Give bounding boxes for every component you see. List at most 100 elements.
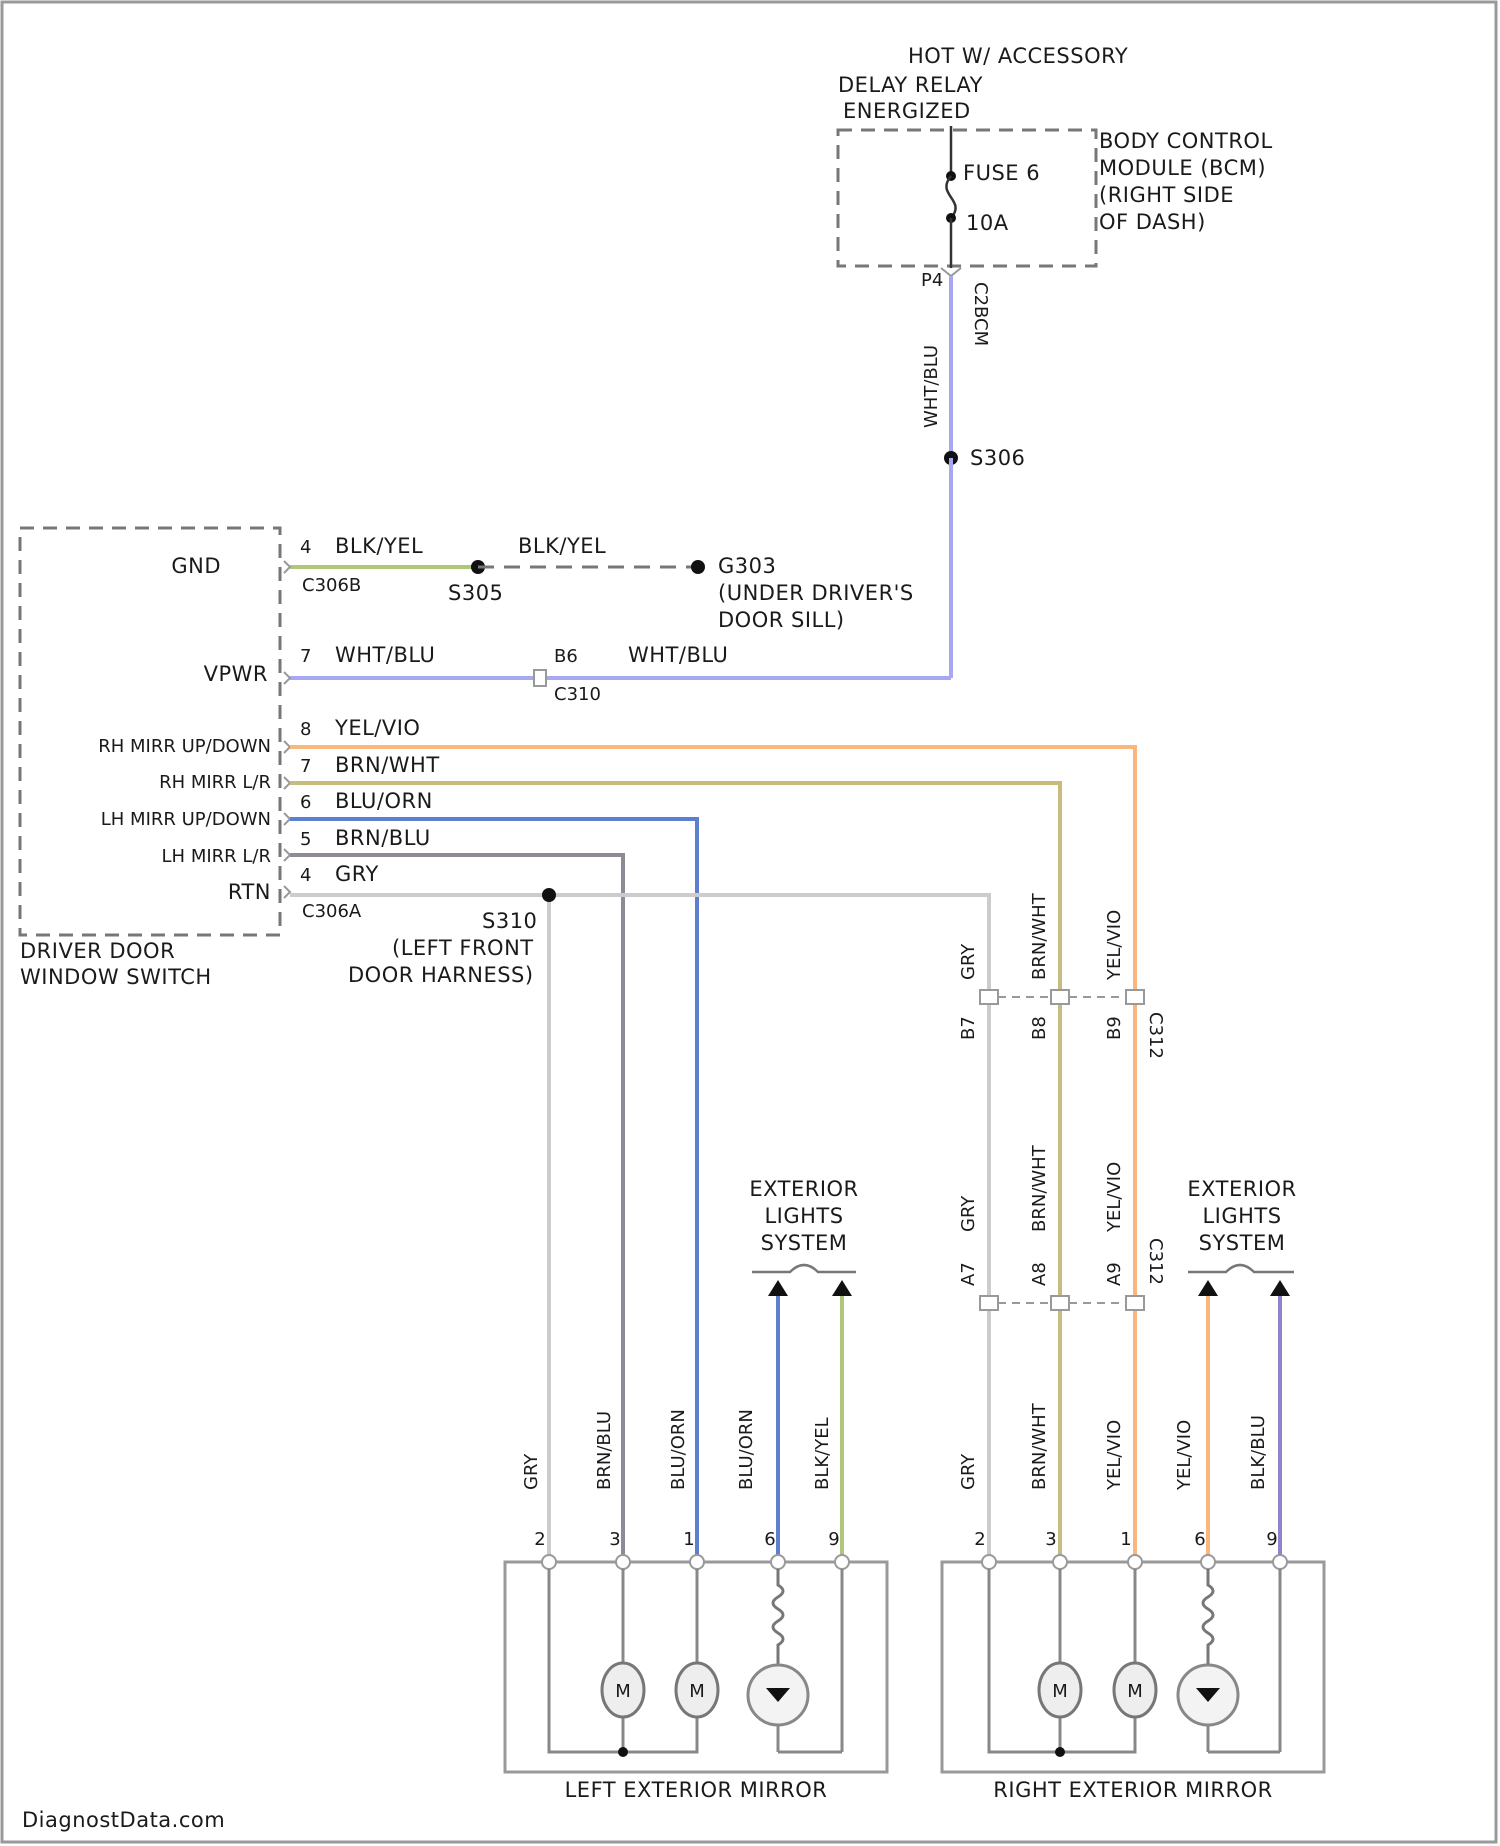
s310-line2: DOOR HARNESS): [348, 963, 534, 987]
switch-pin-lh-lr-label: LH MIRR L/R: [162, 846, 271, 867]
arrow-up-icon: [1270, 1280, 1290, 1296]
switch-pin-vpwr-wire: WHT/BLU: [335, 643, 435, 667]
arrow-up-icon: [1198, 1280, 1218, 1296]
switch-pin-rtn-wire: GRY: [335, 862, 379, 886]
left-mirror-pin: 3: [609, 1529, 620, 1550]
power-source-line3: ENERGIZED: [843, 99, 971, 123]
switch-pin-lh-ud-label: LH MIRR UP/DOWN: [101, 809, 271, 830]
left-motor-2-label: M: [689, 1681, 705, 1702]
c312-pin-a8: A8: [1029, 1262, 1050, 1286]
fuse-name: FUSE 6: [963, 161, 1040, 185]
power-source-line2: DELAY RELAY: [838, 73, 983, 97]
switch-pin-rtn-label: RTN: [228, 880, 271, 904]
c312-pin-b9: B9: [1104, 1016, 1125, 1040]
switch-conn-bottom: C306A: [302, 901, 362, 922]
switch-pin-gnd-label: GND: [171, 554, 221, 578]
c312-pin-b8: B8: [1029, 1016, 1050, 1040]
right-mirror-pin: 3: [1045, 1529, 1056, 1550]
splice-s310: S310: [482, 909, 537, 933]
switch-pin-rh-ud-number: 8: [300, 719, 311, 740]
splice-s310-dot: [542, 888, 556, 902]
ground-g303-line1: (UNDER DRIVER'S: [718, 581, 914, 605]
switch-pin-lh-lr-number: 5: [300, 829, 311, 850]
right-wire-label-blk-blu: BLK/BLU: [1248, 1415, 1269, 1490]
bcm-pin: P4: [921, 270, 943, 291]
right-mirror-pin: 9: [1266, 1529, 1277, 1550]
switch-pin-vpwr-number: 7: [300, 646, 311, 667]
c310-connector-icon: [534, 670, 546, 686]
blk-yel-label: BLK/YEL: [518, 534, 606, 558]
c312-pin-a7: A7: [958, 1262, 979, 1286]
right-wire-label-light-yel-vio: YEL/VIO: [1174, 1420, 1195, 1491]
switch-line2: WINDOW SWITCH: [20, 965, 212, 989]
right-mirror-name: RIGHT EXTERIOR MIRROR: [993, 1778, 1272, 1802]
left-wire-label-blu-orn: BLU/ORN: [668, 1409, 689, 1490]
left-mirror-pin: 6: [764, 1529, 775, 1550]
arrow-up-icon: [768, 1280, 788, 1296]
ext-lights-left-line2: LIGHTS: [764, 1204, 843, 1228]
gry-label-c312-top: GRY: [958, 943, 979, 980]
bcm-dashed-box: [838, 130, 1096, 266]
heater-coil-icon: [773, 1569, 783, 1665]
splice-s305: S305: [448, 581, 503, 605]
ext-lights-left-brace: [752, 1265, 856, 1272]
ext-lights-left-line3: SYSTEM: [761, 1231, 848, 1255]
switch-pin-rh-lr-number: 7: [300, 756, 311, 777]
c312-name-top: C312: [1145, 1012, 1166, 1059]
left-wire-label-brn-blu: BRN/BLU: [594, 1411, 615, 1490]
switch-pin-rh-ud-wire: YEL/VIO: [334, 716, 420, 740]
left-mirror-pin: 9: [828, 1529, 839, 1550]
switch-pin-rh-lr-wire: BRN/WHT: [335, 753, 440, 777]
right-motor-2-label: M: [1127, 1681, 1143, 1702]
ground-g303-line2: DOOR SILL): [718, 608, 845, 632]
left-motor-1-label: M: [615, 1681, 631, 1702]
ext-lights-right-line3: SYSTEM: [1199, 1231, 1286, 1255]
right-wire-label-gry: GRY: [958, 1453, 979, 1490]
left-mirror-pin: 2: [534, 1529, 545, 1550]
switch-terminals: [284, 561, 290, 898]
heater-coil-icon: [1203, 1569, 1213, 1665]
brn-wht-label-c312-mid: BRN/WHT: [1029, 1144, 1050, 1232]
wht-blu-label-right: WHT/BLU: [628, 643, 728, 667]
ext-lights-right-brace: [1188, 1265, 1294, 1272]
c310: C310: [554, 684, 601, 705]
right-wire-label-yel-vio: YEL/VIO: [1104, 1420, 1125, 1491]
ext-lights-right-line1: EXTERIOR: [1187, 1177, 1296, 1201]
switch-pin-lh-ud-number: 6: [300, 792, 311, 813]
wht-blu-vertical-label: WHT/BLU: [921, 345, 942, 428]
c310-pin: B6: [554, 646, 578, 667]
left-mirror-pin: 1: [683, 1529, 694, 1550]
left-mirror-name: LEFT EXTERIOR MIRROR: [565, 1778, 828, 1802]
bcm-connector: C2BCM: [970, 282, 991, 346]
left-wire-label-blk-yel: BLK/YEL: [812, 1417, 833, 1490]
ext-lights-right-line2: LIGHTS: [1202, 1204, 1281, 1228]
fuse-icon: [946, 176, 955, 218]
right-mirror-pin: 2: [974, 1529, 985, 1550]
switch-pin-lh-ud-wire: BLU/ORN: [335, 789, 433, 813]
c312-pin-a9: A9: [1104, 1262, 1125, 1286]
switch-pin-gnd-wire: BLK/YEL: [335, 534, 423, 558]
bcm-line3: (RIGHT SIDE: [1099, 183, 1234, 207]
splice-s306: S306: [970, 446, 1025, 470]
arrow-up-icon: [832, 1280, 852, 1296]
switch-pin-rtn-number: 4: [300, 865, 311, 886]
bcm-line1: BODY CONTROL: [1099, 129, 1273, 153]
ext-lights-left-line1: EXTERIOR: [749, 1177, 858, 1201]
c312-pin-b7: B7: [958, 1016, 979, 1040]
right-mirror-pin: 1: [1120, 1529, 1131, 1550]
s310-line1: (LEFT FRONT: [392, 936, 534, 960]
switch-pin-rh-ud-label: RH MIRR UP/DOWN: [98, 736, 271, 757]
switch-pin-lh-lr-wire: BRN/BLU: [335, 826, 431, 850]
switch-pin-rh-lr-label: RH MIRR L/R: [159, 772, 271, 793]
switch-conn-top: C306B: [302, 575, 361, 596]
bcm-connector-icon: [941, 268, 961, 276]
switch-line1: DRIVER DOOR: [20, 939, 175, 963]
bcm-line2: MODULE (BCM): [1099, 156, 1266, 180]
left-mirror: 2 3 1 6 9 M M: [505, 1529, 887, 1772]
switch-dashed-box: [20, 528, 280, 935]
gry-label-c312-mid: GRY: [958, 1195, 979, 1232]
left-wire-label-gry: GRY: [521, 1453, 542, 1490]
